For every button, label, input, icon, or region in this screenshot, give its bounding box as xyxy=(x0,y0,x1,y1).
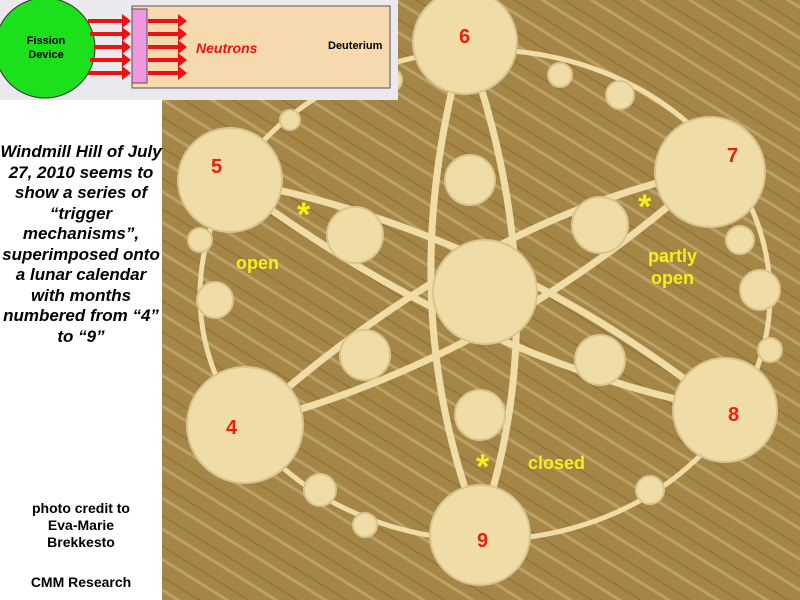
state-label-line: open xyxy=(651,268,695,288)
month-label-7: 7 xyxy=(727,145,739,167)
star-marker: * xyxy=(638,188,652,226)
month-label-5: 5 xyxy=(211,156,223,178)
month-label-4: 4 xyxy=(226,417,238,439)
star-marker: * xyxy=(476,448,490,486)
state-label-line: partly xyxy=(648,246,698,266)
left-panel xyxy=(0,100,162,600)
month-label-6: 6 xyxy=(459,26,471,48)
description-text: Windmill Hill of July 27, 2010 seems to … xyxy=(0,142,162,346)
deuterium-label: Deuterium xyxy=(328,40,383,52)
state-label-open: open xyxy=(236,253,279,273)
fission-device-label: Fission Device xyxy=(26,35,66,61)
state-label-partly-open: partly open xyxy=(648,245,697,289)
state-label-closed: closed xyxy=(528,453,586,473)
month-label-9: 9 xyxy=(477,530,489,552)
organization-label: CMM Research xyxy=(30,574,132,590)
diagram-graphic xyxy=(0,0,391,99)
credit-line: Eva-Marie xyxy=(47,517,115,533)
month-label-8: 8 xyxy=(728,404,740,426)
neutrons-label: Neutrons xyxy=(196,40,258,56)
fission-diagram: Fission Device Neutrons Deuterium xyxy=(0,0,398,100)
credit-line: photo credit to xyxy=(32,500,130,516)
photo-credit: photo credit to Eva-Marie Brekkesto xyxy=(0,500,162,551)
star-marker: * xyxy=(297,196,311,234)
credit-line: Brekkesto xyxy=(47,534,115,550)
